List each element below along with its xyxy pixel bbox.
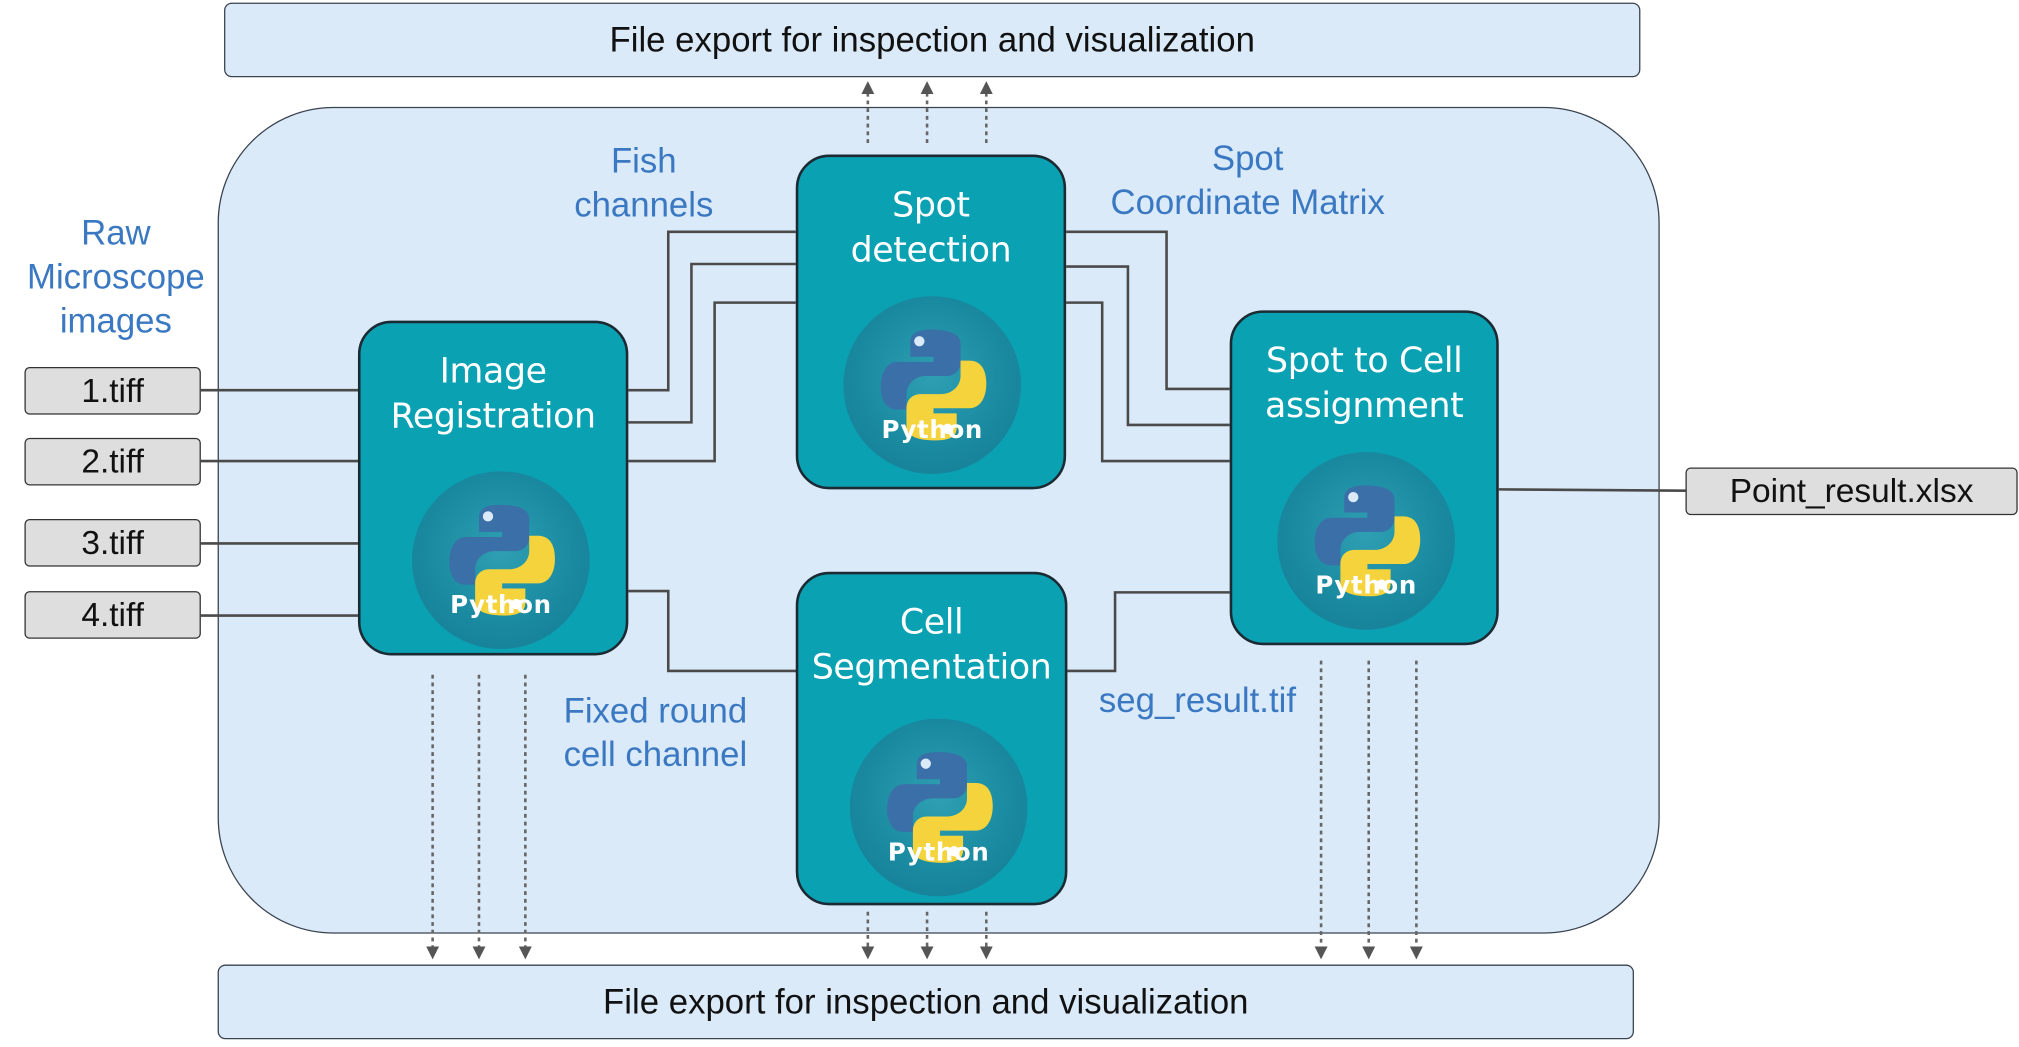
seg-line xyxy=(1067,591,1230,673)
module-spot-to-cell-assignment[interactable]: Spot to Cell assignment Python xyxy=(1229,310,1499,646)
input-file-1-label: 1.tiff xyxy=(81,370,144,410)
module-image-registration[interactable]: Image Registration Python xyxy=(357,320,629,656)
export-bar-bottom: File export for inspection and visualiza… xyxy=(217,964,1634,1040)
module-cell-segmentation[interactable]: Cell Segmentation Python xyxy=(795,571,1068,906)
matrix-line-3 xyxy=(1066,301,1230,463)
module-spot-detection-title: Spot detection xyxy=(850,185,1012,271)
input-file-2[interactable]: 2.tiff xyxy=(24,437,201,486)
python-label: Python xyxy=(450,591,552,620)
label-fixed-round: Fixed round cell channel xyxy=(563,691,748,774)
label-seg-result: seg_result.tif xyxy=(1098,681,1297,720)
label-spot-matrix: Spot Coordinate Matrix xyxy=(1110,139,1385,222)
label-raw-images: Raw Microscope images xyxy=(26,213,205,340)
fish-line-1 xyxy=(628,230,796,392)
export-bar-top-text: File export for inspection and visualiza… xyxy=(609,19,1255,59)
input-file-3[interactable]: 3.tiff xyxy=(24,518,201,567)
export-bar-top: File export for inspection and visualiza… xyxy=(224,2,1641,78)
module-spot-to-cell-assignment-title: Spot to Cell assignment xyxy=(1265,341,1464,427)
fish-line-3 xyxy=(628,301,796,463)
output-line xyxy=(1498,488,1686,492)
export-bar-bottom-text: File export for inspection and visualiza… xyxy=(603,981,1249,1021)
python-logo-icon: Python xyxy=(1277,452,1455,630)
fixed-round-line xyxy=(628,589,798,673)
fish-line-2 xyxy=(628,262,796,424)
module-cell-segmentation-title: Cell Segmentation xyxy=(811,602,1052,688)
python-label: Python xyxy=(887,838,990,867)
matrix-line-1 xyxy=(1066,230,1230,391)
input-file-4[interactable]: 4.tiff xyxy=(24,591,201,639)
python-logo-icon: Python xyxy=(843,296,1022,474)
output-file-label: Point_result.xlsx xyxy=(1729,471,1974,510)
input-file-4-label: 4.tiff xyxy=(81,594,144,634)
matrix-line-2 xyxy=(1066,265,1230,427)
module-image-registration-title: Image Registration xyxy=(390,351,596,437)
module-spot-detection[interactable]: Spot detection Python xyxy=(795,154,1067,490)
input-file-3-label: 3.tiff xyxy=(81,522,144,562)
input-file-2-label: 2.tiff xyxy=(81,441,144,481)
input-file-1[interactable]: 1.tiff xyxy=(24,367,201,415)
label-fish-channels: Fish channels xyxy=(574,141,714,225)
python-logo-icon: Python xyxy=(849,718,1028,897)
python-logo-icon: Python xyxy=(412,471,590,650)
python-label: Python xyxy=(881,415,983,445)
output-file[interactable]: Point_result.xlsx xyxy=(1685,467,2018,516)
python-label: Python xyxy=(1315,571,1417,601)
